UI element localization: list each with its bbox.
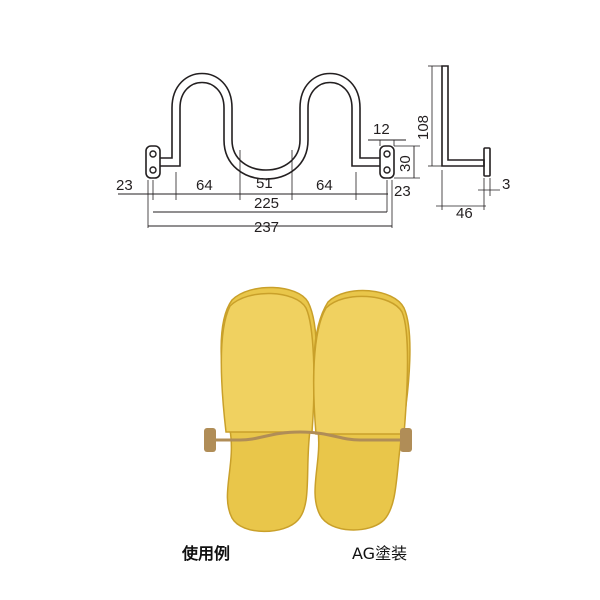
rack-outline-outer [160, 72, 380, 171]
rack-rod [214, 430, 402, 442]
side-view [428, 65, 500, 210]
dim-side-depth: 46 [456, 205, 473, 222]
side-mount-plate [483, 147, 491, 177]
dim-overall-width: 237 [254, 219, 279, 236]
dim-right-offset: 23 [394, 183, 411, 200]
left-rack-plate [204, 428, 216, 452]
dim-span-center: 51 [256, 175, 273, 192]
dim-inner-width: 225 [254, 195, 279, 212]
rack-outline-inner [160, 81, 380, 180]
right-rack-plate [400, 428, 412, 452]
dim-side-plate: 3 [502, 176, 510, 193]
left-mount-plate [145, 145, 161, 179]
finish-caption: AG塗装 [352, 544, 408, 563]
dim-span-left: 64 [196, 177, 213, 194]
dimension-lines [118, 139, 415, 227]
right-mount-plate [379, 145, 395, 179]
dim-span-right: 64 [316, 177, 333, 194]
dim-left-offset: 23 [116, 177, 133, 194]
extension-lines [147, 140, 420, 228]
left-slipper-upper [220, 292, 315, 433]
dim-side-height: 108 [415, 115, 432, 140]
usage-example-caption: 使用例 [182, 544, 231, 563]
front-view [118, 72, 420, 228]
slippers-illustration [204, 286, 412, 533]
right-slipper-upper [312, 295, 409, 435]
dim-bracket-height: 30 [397, 155, 414, 172]
dim-bracket-width: 12 [373, 121, 390, 138]
side-rod-outline [441, 65, 485, 167]
